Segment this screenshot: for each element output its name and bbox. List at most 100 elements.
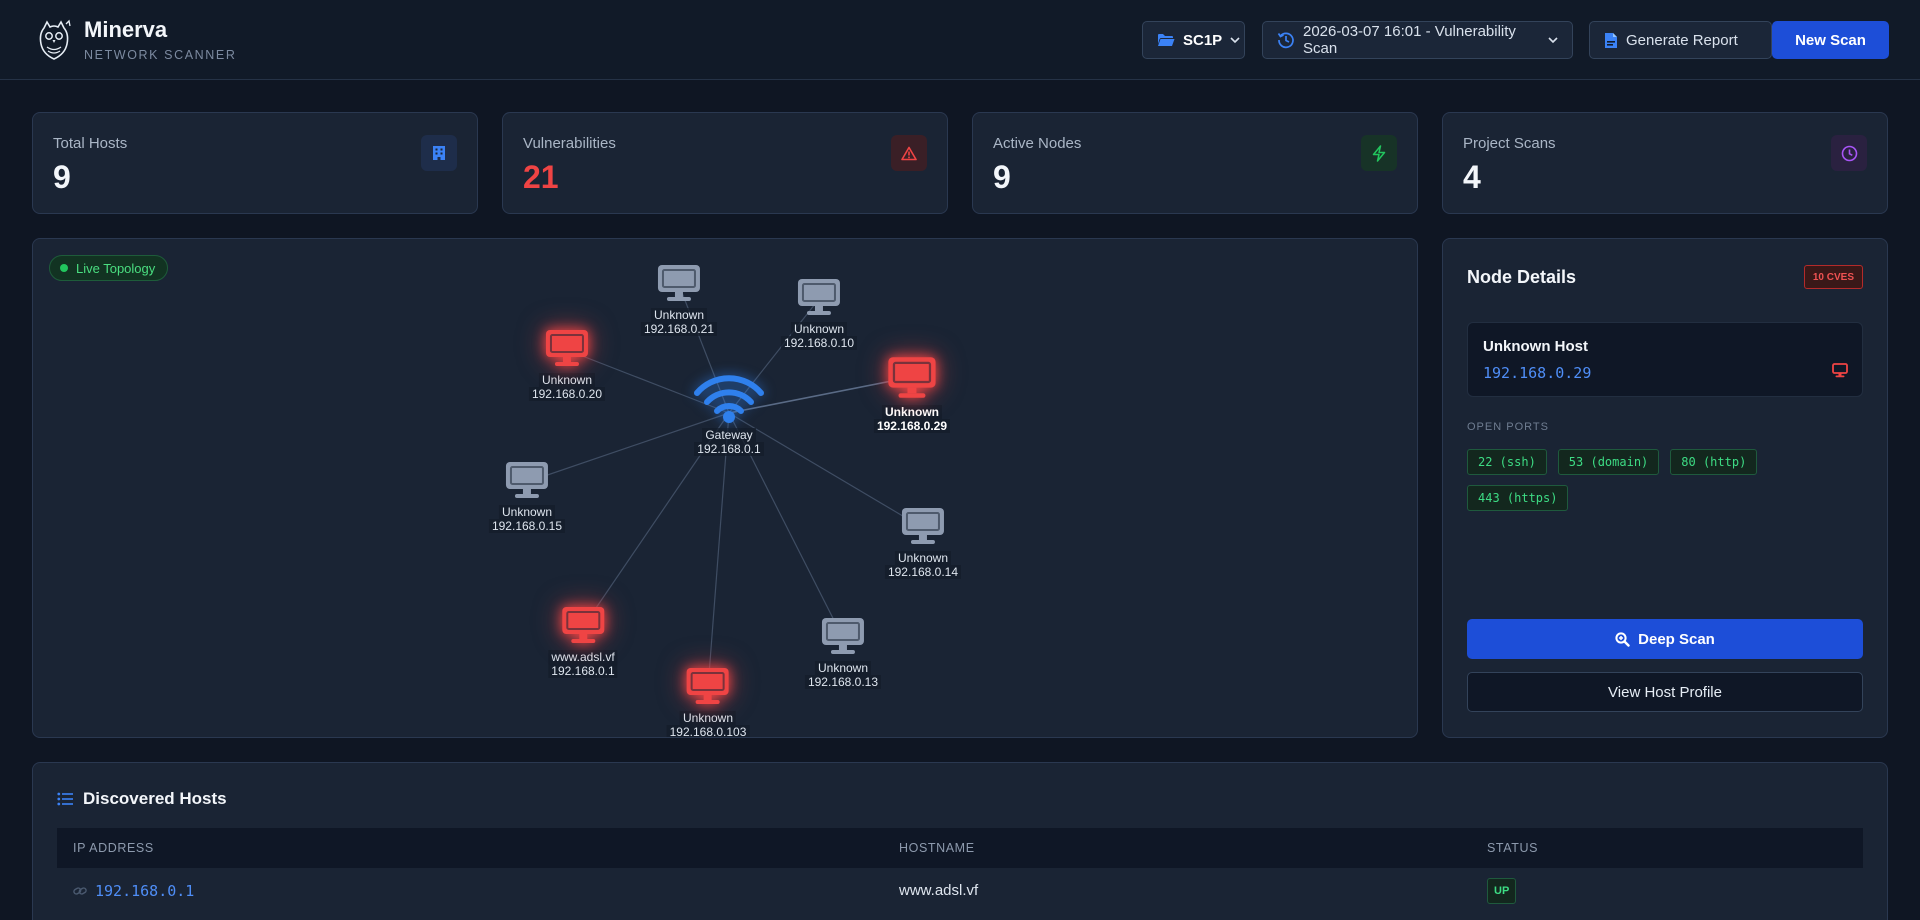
file-pdf-icon <box>1605 32 1617 48</box>
monitor-icon <box>544 328 590 373</box>
hosts-table-header: IP ADDRESS HOSTNAME STATUS <box>57 828 1863 868</box>
topology-edge <box>526 412 730 483</box>
node-name: Unknown <box>538 373 596 387</box>
selected-host-name: Unknown Host <box>1483 338 1588 355</box>
open-port-tag[interactable]: 443 (https) <box>1467 485 1569 511</box>
generate-report-button[interactable]: Generate Report <box>1589 21 1772 59</box>
node-name: Unknown <box>881 405 942 419</box>
node-name: Unknown <box>650 308 708 322</box>
node-name: Unknown <box>498 505 556 519</box>
owl-logo-icon <box>39 19 71 60</box>
monitor-icon <box>685 666 731 711</box>
column-header-ip[interactable]: IP ADDRESS <box>73 841 154 855</box>
monitor-icon <box>820 616 866 661</box>
node-ip: 192.168.0.103 <box>666 725 750 737</box>
search-plus-icon <box>1615 631 1630 647</box>
app-header: Minerva NETWORK SCANNER SC1P 2026-03-07 … <box>0 0 1920 80</box>
stat-value: 9 <box>53 159 71 195</box>
node-ip: 192.168.0.14 <box>884 565 962 579</box>
topology-edge <box>707 412 730 689</box>
chevron-down-icon <box>1230 37 1240 44</box>
monitor-icon <box>656 263 702 308</box>
node-name: Unknown <box>679 711 737 725</box>
node-details-title: Node Details <box>1467 267 1577 287</box>
clock-icon <box>1831 135 1867 171</box>
app-name: Minerva <box>84 17 168 42</box>
stat-card-total-hosts: Total Hosts 9 <box>32 112 478 214</box>
node-ip: 192.168.0.29 <box>873 419 951 433</box>
wifi-icon <box>693 371 765 428</box>
stat-label: Project Scans <box>1463 135 1556 152</box>
gateway-ip: 192.168.0.1 <box>694 442 764 456</box>
host-ip-cell[interactable]: 192.168.0.1 <box>73 882 194 900</box>
topology-edges <box>526 284 924 689</box>
cve-count-badge: 10 CVES <box>1803 265 1863 289</box>
view-host-profile-button[interactable]: View Host Profile <box>1467 672 1863 712</box>
link-icon <box>73 887 87 895</box>
chevron-down-icon <box>1548 37 1558 44</box>
deep-scan-label: Deep Scan <box>1638 630 1715 648</box>
monitor-icon <box>504 460 550 505</box>
stat-value: 21 <box>523 159 559 195</box>
scan-selector-label: 2026-03-07 16:01 - Vulnerability Scan <box>1303 23 1516 57</box>
topology-edge <box>566 349 730 414</box>
bolt-icon <box>1361 135 1397 171</box>
list-icon <box>57 792 73 806</box>
node-ip: 192.168.0.15 <box>488 519 566 533</box>
node-ip: 192.168.0.13 <box>804 675 882 689</box>
deep-scan-button[interactable]: Deep Scan <box>1467 619 1863 659</box>
open-port-tag[interactable]: 53 (domain) <box>1557 449 1660 475</box>
gateway-name: Gateway <box>702 428 756 442</box>
table-row[interactable]: 192.168.0.1 www.adsl.vf UP <box>57 869 1863 913</box>
warning-icon <box>891 135 927 171</box>
monitor-icon <box>560 605 606 650</box>
stat-label: Vulnerabilities <box>523 135 616 152</box>
node-name: Unknown <box>790 322 848 336</box>
open-port-tag[interactable]: 80 (http) <box>1670 449 1758 475</box>
folder-open-icon <box>1158 34 1175 46</box>
stat-card-vulnerabilities: Vulnerabilities 21 <box>502 112 948 214</box>
column-header-status[interactable]: STATUS <box>1487 841 1539 855</box>
node-name: Unknown <box>894 551 952 565</box>
building-icon <box>421 135 457 171</box>
stat-label: Active Nodes <box>993 135 1082 152</box>
node-details-panel: Node Details 10 CVES Unknown Host 192.16… <box>1442 238 1888 738</box>
generate-report-label: Generate Report <box>1626 31 1738 49</box>
open-ports-label: OPEN PORTS <box>1467 421 1549 433</box>
live-topology-label: Live Topology <box>76 260 156 276</box>
node-ip: 192.168.0.1 <box>548 664 618 678</box>
open-port-tag[interactable]: 22 (ssh) <box>1467 449 1547 475</box>
project-selector[interactable]: SC1P <box>1142 21 1245 59</box>
scan-history-selector[interactable]: 2026-03-07 16:01 - Vulnerability Scan <box>1262 21 1573 59</box>
history-icon <box>1277 32 1294 49</box>
stat-label: Total Hosts <box>53 135 128 152</box>
new-scan-button[interactable]: New Scan <box>1772 21 1889 59</box>
node-name: www.adsl.vf <box>548 650 618 664</box>
brand: Minerva NETWORK SCANNER <box>36 18 236 62</box>
stat-value: 4 <box>1463 159 1481 195</box>
selected-host-card: Unknown Host 192.168.0.29 <box>1467 322 1863 397</box>
column-header-hostname[interactable]: HOSTNAME <box>899 841 975 855</box>
topology-edge <box>728 412 924 529</box>
discovered-hosts-title: Discovered Hosts <box>83 789 227 808</box>
stat-card-project-scans: Project Scans 4 <box>1442 112 1888 214</box>
monitor-icon <box>796 277 842 322</box>
live-topology-badge: Live Topology <box>49 255 169 281</box>
node-ip: 192.168.0.10 <box>780 336 858 350</box>
hostname-cell: www.adsl.vf <box>899 882 979 899</box>
open-ports-list: 22 (ssh) 53 (domain) 80 (http) 443 (https) <box>1467 449 1867 511</box>
monitor-icon <box>886 355 938 405</box>
discovered-hosts-panel: Discovered Hosts IP ADDRESS HOSTNAME STA… <box>32 762 1888 920</box>
app-subtitle: NETWORK SCANNER <box>84 48 237 62</box>
